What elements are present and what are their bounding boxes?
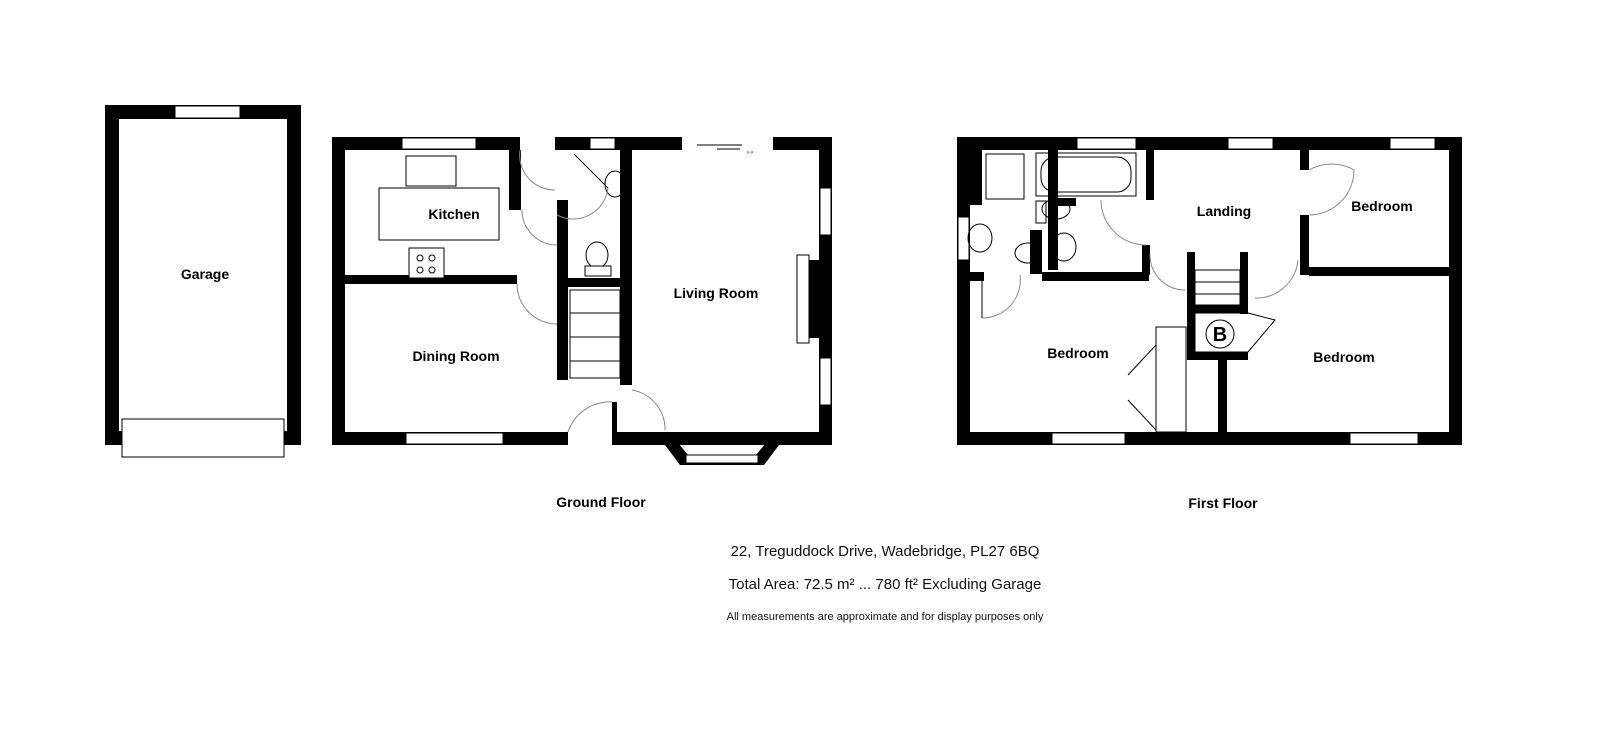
room-label-bedroom-right: Bedroom [1313, 349, 1374, 365]
floor-label-first: First Floor [1188, 495, 1258, 511]
room-label-bedroom-small: Bedroom [1351, 198, 1412, 214]
boiler-label: B [1213, 324, 1227, 346]
svg-text:↔: ↔ [746, 148, 754, 158]
property-address: 22, Treguddock Drive, Wadebridge, PL27 6… [730, 543, 1040, 560]
garage-door [121, 418, 285, 458]
disclaimer: All measurements are approximate and for… [726, 611, 1044, 623]
room-label-garage: Garage [181, 266, 229, 282]
room-label-landing: Landing [1197, 203, 1251, 219]
floor-label-ground: Ground Floor [556, 494, 646, 510]
ground-floor-plan: ↔ Kitchen Dini [332, 137, 832, 465]
stairs [569, 289, 621, 379]
total-area: Total Area: 72.5 m² ... 780 ft² Excludin… [728, 576, 1042, 593]
window [174, 105, 241, 119]
room-label-kitchen: Kitchen [428, 206, 479, 222]
room-label-dining-room: Dining Room [412, 348, 499, 364]
garage-plan: Garage [105, 105, 301, 458]
first-floor-plan: B Landing Bedroom Bedroom Bedroom [957, 137, 1462, 445]
room-label-bedroom-left: Bedroom [1047, 345, 1108, 361]
room-label-living-room: Living Room [674, 285, 759, 301]
